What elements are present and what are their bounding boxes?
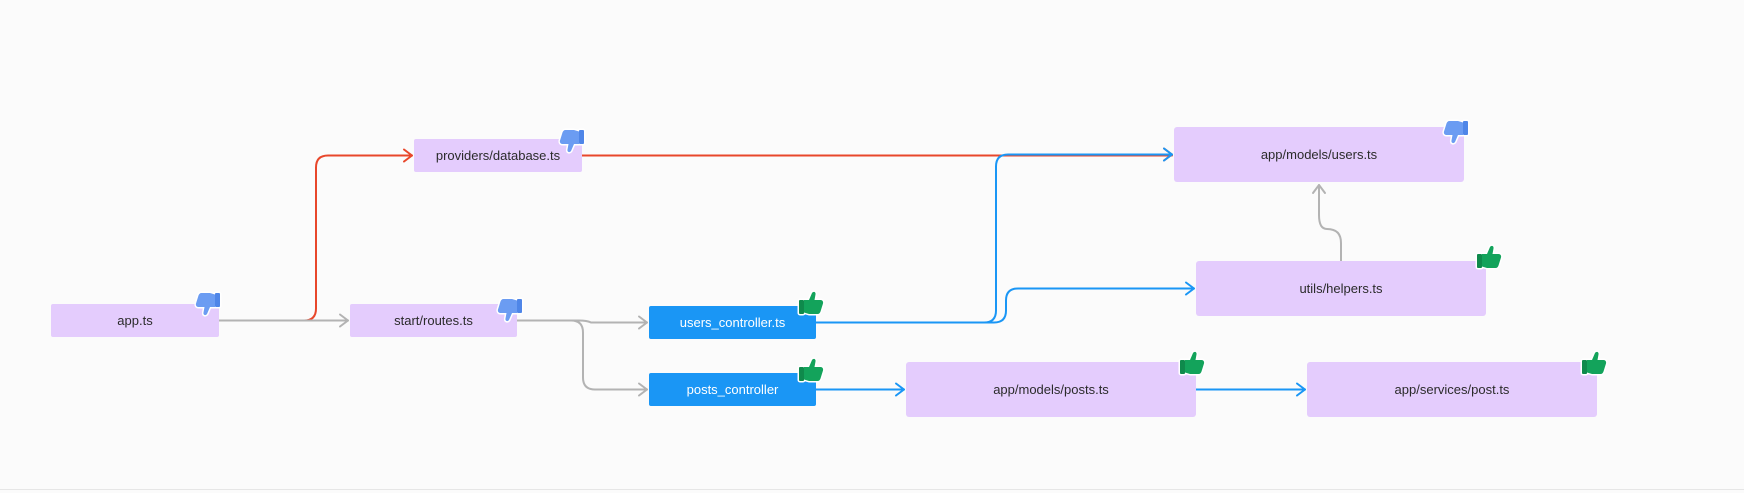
canvas-bottom-border xyxy=(0,489,1744,490)
node-posts-controller[interactable]: posts_controller xyxy=(649,373,816,406)
arrowhead-icon xyxy=(638,315,648,330)
node-routes[interactable]: start/routes.ts xyxy=(350,304,517,337)
node-database[interactable]: providers/database.ts xyxy=(414,139,582,172)
thumbs-down-icon xyxy=(557,127,587,157)
arrowhead-icon xyxy=(895,382,905,397)
edge-routes-to-users-controller xyxy=(516,319,648,324)
node-post-service[interactable]: app/services/post.ts xyxy=(1307,362,1597,417)
node-label: posts_controller xyxy=(686,382,779,397)
node-label: start/routes.ts xyxy=(394,313,473,328)
thumbs-up-icon xyxy=(1177,347,1207,377)
node-users-controller[interactable]: users_controller.ts xyxy=(649,306,816,339)
arrowhead-icon xyxy=(1312,184,1326,194)
node-label: utils/helpers.ts xyxy=(1299,281,1383,296)
edge-helpers-to-users-model xyxy=(1318,184,1342,262)
node-users-model[interactable]: app/models/users.ts xyxy=(1174,127,1464,182)
edge-routes-to-posts-controller xyxy=(516,319,648,391)
thumbs-up-icon xyxy=(1579,347,1609,377)
arrowhead-icon xyxy=(638,382,648,397)
node-label: app/services/post.ts xyxy=(1394,382,1510,397)
thumbs-up-icon xyxy=(796,354,826,384)
node-helpers[interactable]: utils/helpers.ts xyxy=(1196,261,1486,316)
node-posts-model[interactable]: app/models/posts.ts xyxy=(906,362,1196,417)
arrowhead-icon xyxy=(1296,382,1306,397)
thumbs-down-icon xyxy=(495,296,525,326)
arrowhead-icon xyxy=(1163,147,1173,162)
arrowhead-icon xyxy=(403,148,413,163)
thumbs-down-icon xyxy=(1441,118,1471,148)
node-label: app/models/users.ts xyxy=(1260,147,1378,162)
thumbs-up-icon xyxy=(1474,241,1504,271)
node-app[interactable]: app.ts xyxy=(51,304,219,337)
edge-users-controller-to-users-model xyxy=(815,153,1173,324)
node-label: app.ts xyxy=(117,313,153,328)
arrowhead-icon xyxy=(339,313,349,328)
node-label: users_controller.ts xyxy=(679,315,786,330)
arrowhead-icon xyxy=(1185,281,1195,296)
edge-users-controller-to-helpers xyxy=(815,287,1195,324)
thumbs-down-icon xyxy=(193,290,223,320)
edge-app-to-database xyxy=(218,154,413,322)
node-label: providers/database.ts xyxy=(435,148,561,163)
thumbs-up-icon xyxy=(796,287,826,317)
node-label: app/models/posts.ts xyxy=(993,382,1109,397)
